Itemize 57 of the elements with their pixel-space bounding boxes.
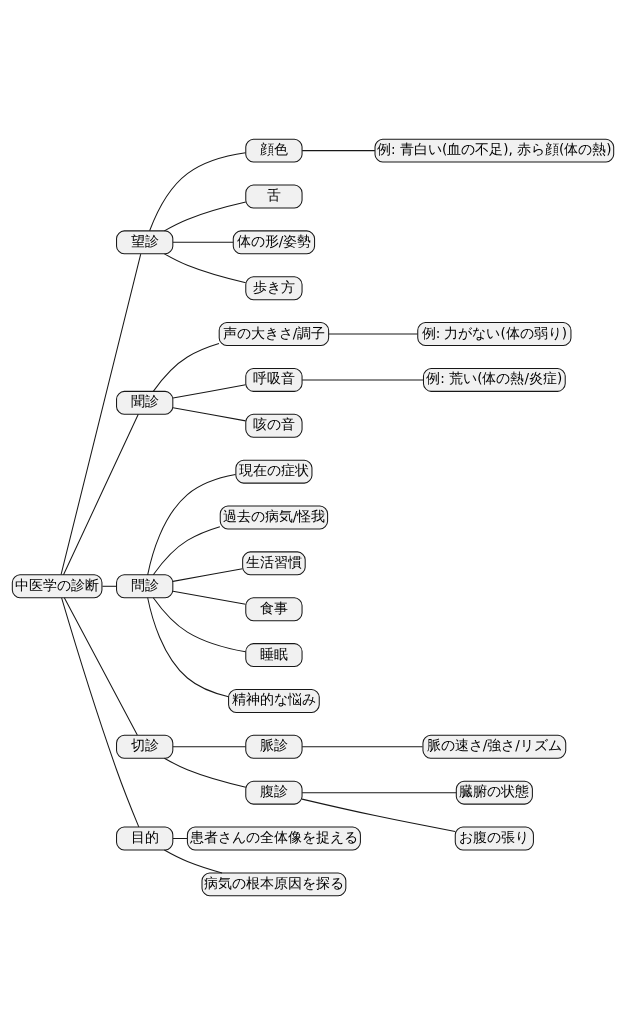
node-box: 腹診 (245, 780, 303, 805)
connector (172, 745, 247, 747)
node-box: 例: 青白い(血の不足), 赤ら顔(体の熱) (374, 138, 615, 163)
connector (172, 383, 247, 398)
node-box: 咳の音 (245, 413, 303, 438)
connector (101, 585, 117, 587)
node-box: お腹の張り (454, 826, 534, 850)
node-box: 問診 (116, 573, 174, 598)
connector (63, 596, 138, 735)
connector (172, 241, 234, 243)
connector (301, 745, 424, 747)
connector (163, 757, 247, 788)
node-box: 精神的な悩み (228, 688, 320, 713)
node-box: 望診 (116, 229, 174, 254)
node-box: 切診 (116, 734, 174, 759)
node-box: 過去の病気/怪我 (219, 505, 329, 529)
node-box: 食事 (245, 596, 303, 621)
connector (152, 525, 221, 575)
connector (60, 253, 142, 575)
node-box: 病気の根本原因を探る (201, 871, 347, 896)
node-box: 中医学の診断 (11, 573, 103, 598)
node-box: 呼吸音 (245, 367, 303, 392)
node-box: 体の形/姿勢 (232, 229, 316, 254)
node-box: 生活習慣 (242, 550, 306, 575)
connector (301, 791, 457, 793)
node-box: 目的 (116, 826, 174, 850)
connector (152, 342, 220, 392)
connector (172, 406, 247, 421)
connector (328, 333, 419, 335)
node-box: 声の大きさ/調子 (218, 321, 330, 346)
connector (152, 596, 247, 652)
connector (163, 849, 223, 873)
connector (172, 590, 247, 605)
node-box: 睡眠 (245, 642, 303, 667)
node-box: 聞診 (116, 390, 174, 415)
node-box: 脈の速さ/強さ/リズム (422, 734, 567, 759)
connector (147, 596, 230, 697)
connector (163, 252, 247, 283)
connector (301, 798, 456, 832)
connector (172, 837, 188, 839)
connector (149, 151, 247, 231)
connector (147, 473, 236, 575)
connector (63, 413, 139, 575)
connector (172, 567, 244, 582)
connector (301, 378, 424, 380)
connector (61, 596, 140, 827)
node-box: 臓腑の状態 (455, 780, 533, 805)
node-box: 舌 (245, 184, 303, 208)
connector (163, 201, 247, 231)
node-box: 現在の症状 (235, 459, 313, 484)
node-box: 歩き方 (245, 275, 303, 300)
node-box: 患者さんの全体像を捉える (186, 826, 361, 850)
node-box: 脈診 (245, 734, 303, 759)
connector (301, 149, 376, 151)
node-box: 例: 荒い(体の熱/炎症) (422, 367, 566, 392)
node-box: 顔色 (245, 138, 303, 163)
node-box: 例: 力がない(体の弱り) (417, 321, 572, 346)
